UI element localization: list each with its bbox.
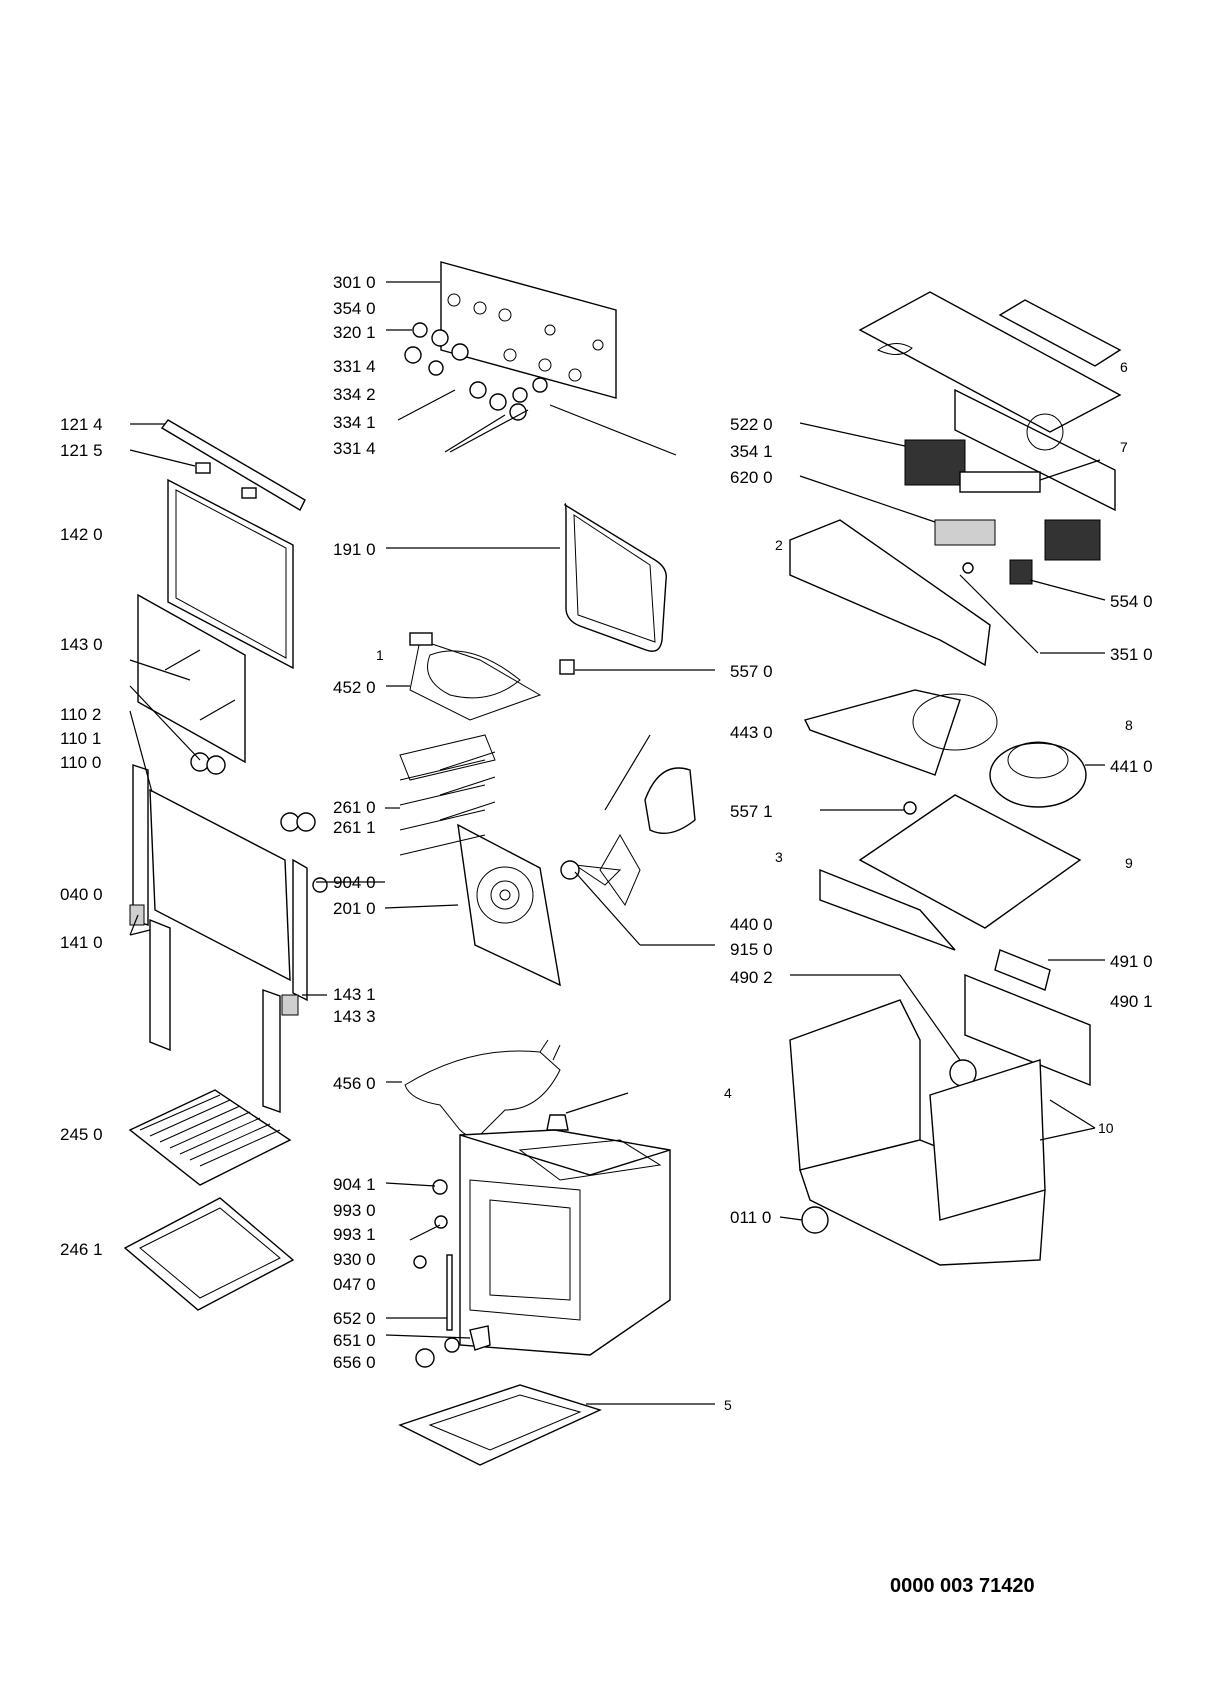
shelf-guides-part	[399, 734, 496, 856]
label-191-0: 191 0	[333, 540, 376, 559]
label-354-1: 354 1	[730, 442, 773, 461]
mounting-bracket-part	[789, 519, 991, 667]
label-143-3: 143 3	[333, 1007, 376, 1026]
baking-tray-part	[123, 1197, 295, 1311]
label-491-0: 491 0	[1110, 952, 1153, 971]
label-142-0: 142 0	[60, 525, 103, 544]
fan-motor-part	[560, 734, 696, 907]
label-246-1: 246 1	[60, 1240, 103, 1259]
label-040-0: 040 0	[60, 885, 103, 904]
label-5: 5	[724, 1397, 732, 1413]
control-knobs-part	[397, 322, 548, 453]
label-557-1: 557 1	[730, 802, 773, 821]
label-121-5: 121 5	[60, 441, 103, 460]
label-620-0: 620 0	[730, 468, 773, 487]
fan-cover-part	[803, 689, 1087, 815]
label-10: 10	[1098, 1120, 1114, 1136]
label-8: 8	[1125, 717, 1133, 733]
label-452-0: 452 0	[333, 678, 376, 697]
label-143-0: 143 0	[60, 635, 103, 654]
lamp-part	[546, 1092, 629, 1131]
label-993-1: 993 1	[333, 1225, 376, 1244]
label-9: 9	[1125, 855, 1133, 871]
door-side-strips-part	[129, 904, 299, 1113]
label-201-0: 201 0	[333, 899, 376, 918]
wire-shelf-part	[128, 1089, 292, 1186]
fastener-parts	[409, 1179, 491, 1368]
label-6: 6	[1120, 359, 1128, 375]
bottom-plate-part	[398, 1384, 602, 1466]
label-993-0: 993 0	[333, 1201, 376, 1220]
label-904-1: 904 1	[333, 1175, 376, 1194]
label-2: 2	[775, 537, 783, 553]
label-490-1: 490 1	[1110, 992, 1153, 1011]
label-261-0: 261 0	[333, 798, 376, 817]
inner-glass-part	[137, 593, 246, 764]
rear-cover-part	[949, 949, 1091, 1087]
label-334-1: 334 1	[333, 413, 376, 432]
label-334-2: 334 2	[333, 385, 376, 404]
label-441-0: 441 0	[1110, 757, 1153, 776]
top-casing-part	[858, 291, 1122, 512]
label-331-4: 331 4	[333, 357, 376, 376]
label-301-0: 301 0	[333, 273, 376, 292]
label-320-1: 320 1	[333, 323, 376, 342]
leader-lines	[129, 281, 1106, 1405]
label-1: 1	[376, 647, 384, 663]
label-7: 7	[1120, 439, 1128, 455]
label-110-0: 110 0	[60, 753, 101, 772]
door-handle-part	[160, 419, 306, 511]
label-652-0: 652 0	[333, 1309, 376, 1328]
label-143-1: 143 1	[333, 985, 376, 1004]
label-557-0: 557 0	[730, 662, 773, 681]
label-443-0: 443 0	[730, 723, 773, 742]
label-456-0: 456 0	[333, 1074, 376, 1093]
label-651-0: 651 0	[333, 1331, 376, 1350]
label-3: 3	[775, 849, 783, 865]
label-261-1: 261 1	[333, 818, 376, 837]
label-141-0: 141 0	[60, 933, 103, 952]
label-656-0: 656 0	[333, 1353, 376, 1372]
label-930-0: 930 0	[333, 1250, 376, 1269]
label-904-0: 904 0	[333, 873, 376, 892]
label-331-4-b: 331 4	[333, 439, 376, 458]
part-number-labels: 301 0 354 0 320 1 331 4 334 2 334 1 331 …	[60, 273, 1153, 1597]
label-245-0: 245 0	[60, 1125, 103, 1144]
label-490-2: 490 2	[730, 968, 773, 987]
label-110-1: 110 1	[60, 729, 101, 748]
bottom-element-part	[404, 1039, 561, 1138]
label-522-0: 522 0	[730, 415, 773, 434]
door-gasket-part	[564, 503, 667, 652]
label-110-2: 110 2	[60, 705, 101, 724]
label-554-0: 554 0	[1110, 592, 1153, 611]
label-354-0: 354 0	[333, 299, 376, 318]
outer-casing-part	[789, 999, 1046, 1266]
base-plate-part	[819, 794, 1082, 951]
grill-element-part	[409, 632, 575, 721]
control-panel-part	[440, 261, 677, 456]
label-440-0: 440 0	[730, 915, 773, 934]
label-121-4: 121 4	[60, 415, 103, 434]
outer-glass-part	[167, 478, 294, 670]
label-011-0: 011 0	[730, 1208, 771, 1227]
label-351-0: 351 0	[1110, 645, 1153, 664]
drawing-number: 0000 003 71420	[890, 1575, 1035, 1597]
switch-block-part	[904, 439, 1101, 585]
inner-door-frame-part	[132, 752, 328, 1002]
label-047-0: 047 0	[333, 1275, 376, 1294]
oven-cavity-part	[459, 1129, 671, 1356]
rear-panel-part	[457, 823, 561, 987]
label-4: 4	[724, 1085, 732, 1101]
label-915-0: 915 0	[730, 940, 773, 959]
